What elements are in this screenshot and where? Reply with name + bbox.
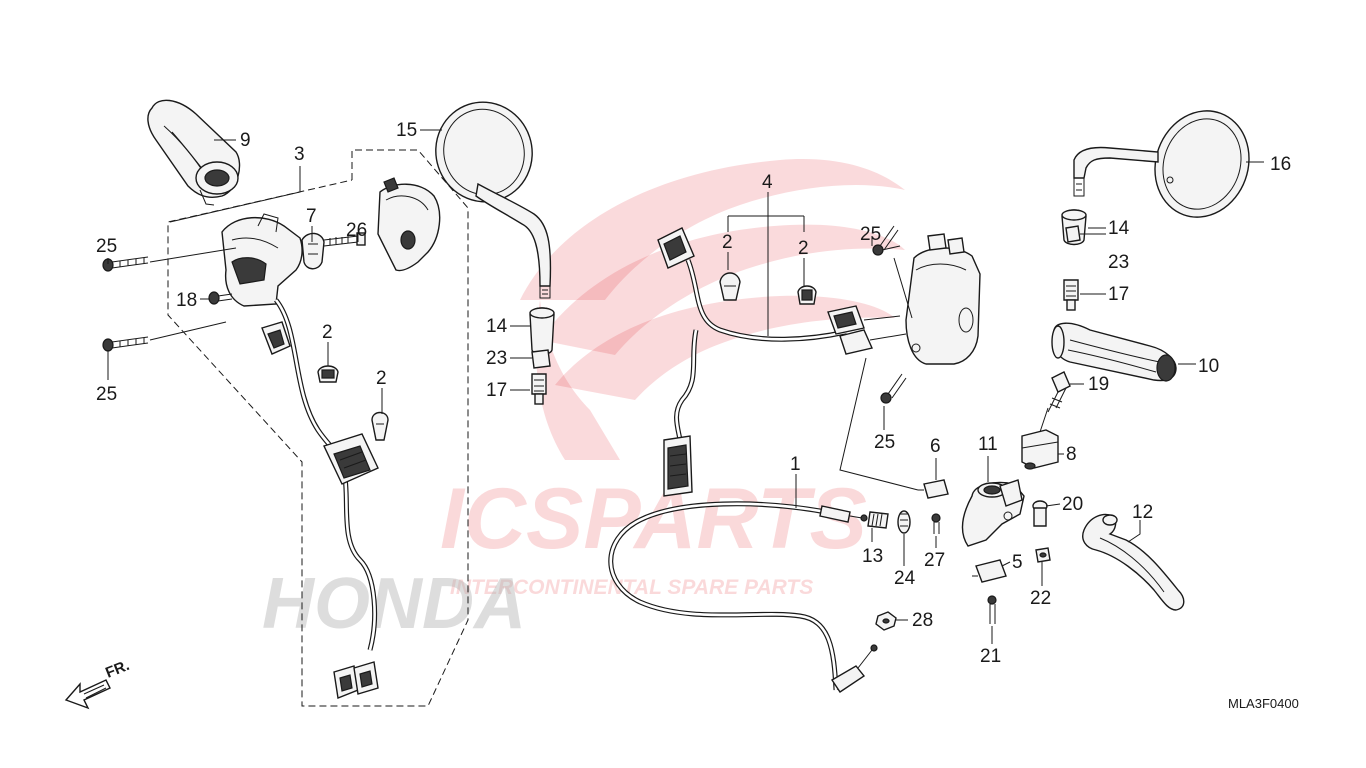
callout-27: 27 — [924, 550, 945, 571]
callout-19: 19 — [1088, 374, 1109, 395]
left-switch-cover — [377, 177, 441, 272]
watermark-brand: ICSPARTS — [440, 471, 867, 567]
callout-18: 18 — [176, 290, 197, 311]
screw-part-18 — [208, 291, 233, 305]
clip-part-7 — [301, 232, 325, 270]
adapter-part-17-right — [1063, 279, 1079, 311]
screw-part-25-right-upper — [872, 225, 899, 256]
right-switch-harness — [657, 227, 907, 497]
nut-part-22 — [1035, 547, 1051, 563]
clamp-part-2-d — [797, 285, 817, 305]
callout-23-left: 23 — [486, 348, 507, 369]
callout-8: 8 — [1066, 444, 1077, 465]
switch-part-6 — [918, 479, 949, 499]
adapter-part-17-left — [531, 373, 547, 405]
boot-part-14-left — [529, 307, 555, 356]
clutch-perch-part-11 — [961, 479, 1025, 547]
callout-4: 4 — [762, 172, 773, 193]
clutch-lever-part-12 — [1082, 513, 1185, 611]
pivot-bolt-part-20 — [1032, 500, 1048, 527]
callout-21: 21 — [980, 646, 1001, 667]
left-grip — [147, 99, 241, 206]
callout-14-left: 14 — [486, 316, 508, 337]
diagram-code: MLA3F0400 — [1228, 696, 1299, 711]
screw-part-25-upper — [102, 256, 149, 272]
screw-part-27 — [931, 513, 941, 534]
callout-25-right-upper: 25 — [860, 224, 881, 245]
left-switch-group-outline — [167, 149, 469, 707]
right-handlebar-switch — [905, 233, 981, 365]
adjuster-part-13 — [867, 511, 889, 529]
callout-6: 6 — [930, 436, 941, 457]
callout-20: 20 — [1062, 494, 1083, 515]
callout-9: 9 — [240, 130, 251, 151]
locknut-part-24 — [897, 510, 911, 534]
watermark-tagline: INTERCONTINENTAL SPARE PARTS — [450, 576, 813, 599]
right-grip — [1051, 322, 1177, 382]
callout-2-center-b: 2 — [798, 238, 809, 259]
front-label: FR. — [103, 657, 132, 682]
callout-2-center-a: 2 — [722, 232, 733, 253]
callout-13: 13 — [862, 546, 883, 567]
callout-25-upper-left: 25 — [96, 236, 117, 257]
callout-12: 12 — [1132, 502, 1153, 523]
clamp-part-2-c — [719, 272, 741, 301]
screw-part-19 — [1047, 371, 1071, 413]
right-mirror — [1073, 110, 1250, 218]
front-direction-marker: FR. — [64, 657, 132, 710]
clamp-part-2-b — [371, 411, 389, 441]
callout-1: 1 — [790, 454, 801, 475]
callout-14-right: 14 — [1108, 218, 1130, 239]
screw-part-21 — [987, 595, 997, 624]
left-mirror — [435, 101, 552, 299]
callout-15: 15 — [396, 120, 417, 141]
callout-16: 16 — [1270, 154, 1291, 175]
watermark: ICSPARTS INTERCONTINENTAL SPARE PARTS HO… — [262, 159, 905, 644]
callout-28: 28 — [912, 610, 933, 631]
nut-part-23-right — [1065, 225, 1081, 243]
screw-part-26 — [323, 232, 366, 247]
nut-part-28 — [875, 611, 897, 631]
left-handlebar-switch — [221, 213, 379, 699]
holder-part-8 — [1021, 429, 1059, 470]
callout-26: 26 — [346, 220, 367, 241]
clutch-cable-part-1 — [608, 501, 878, 693]
screw-part-25-lower — [102, 336, 149, 352]
callout-labels: 9 3 7 26 25 18 25 2 2 15 14 23 17 4 2 2 … — [96, 120, 1291, 667]
callout-24: 24 — [894, 568, 916, 589]
callout-17-right: 17 — [1108, 284, 1129, 305]
callout-25-right-lower: 25 — [874, 432, 895, 453]
callout-10: 10 — [1198, 356, 1219, 377]
callout-2-left-b: 2 — [376, 368, 387, 389]
callout-25-lower-left: 25 — [96, 384, 117, 405]
callout-11: 11 — [978, 434, 998, 455]
switch-part-5 — [972, 559, 1007, 583]
nut-part-23-left — [531, 349, 551, 369]
callout-22: 22 — [1030, 588, 1051, 609]
callout-5: 5 — [1012, 552, 1023, 573]
callout-23-right: 23 — [1108, 252, 1129, 273]
callout-7: 7 — [306, 206, 317, 227]
screw-part-25-right-lower — [880, 373, 907, 404]
watermark-maker: HONDA — [262, 564, 526, 644]
callout-17-left: 17 — [486, 380, 507, 401]
callout-3: 3 — [294, 144, 305, 165]
clamp-part-2-a — [317, 365, 339, 383]
callout-2-left-a: 2 — [322, 322, 333, 343]
leader-lines — [107, 129, 1264, 644]
